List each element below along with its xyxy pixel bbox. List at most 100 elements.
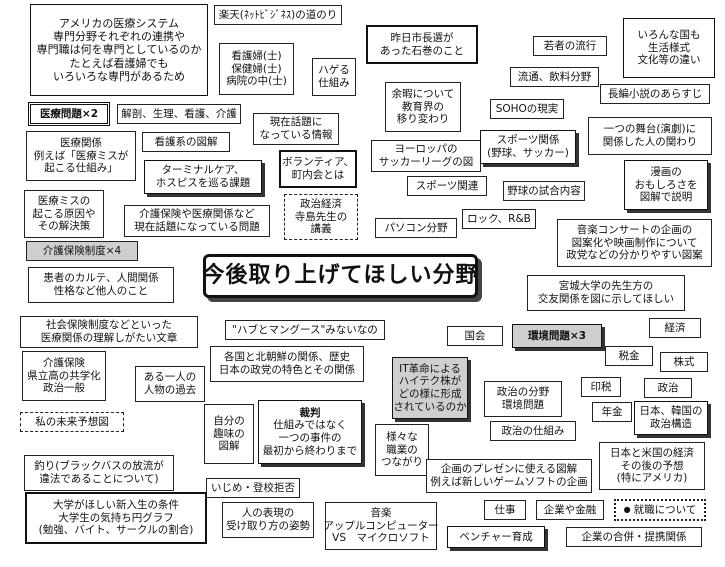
node-line: 長編小説のあらすじ bbox=[607, 87, 703, 100]
node-line: ホスピスを巡る課題 bbox=[155, 177, 251, 189]
node-line: VS マイクロソフト bbox=[332, 532, 430, 545]
node-line: 就職について bbox=[633, 503, 697, 516]
node-line: 図解 bbox=[218, 440, 240, 453]
node-europe-soccer: ヨーロッパの サッカーリーグの図 bbox=[371, 140, 481, 172]
node-line: 病院の中(士) bbox=[226, 75, 287, 88]
node-line: 移り変わり bbox=[396, 113, 450, 126]
node-politics-lecture: 政治経済 寺島先生の 講義 bbox=[284, 194, 358, 240]
node-line: その解決策 bbox=[37, 220, 91, 233]
node-line: 宮城大学の先生方の bbox=[558, 280, 654, 293]
node-care-insurance-topics: 介護保険や医療関係など 現在話題になっている問題 bbox=[124, 205, 270, 237]
node-line: IT革命による bbox=[399, 362, 461, 375]
node-young-trend: 若者の流行 bbox=[533, 36, 607, 56]
node-north-korea: 各国と北朝鮮の関係、歴史 日本の政党の特色とその関係 bbox=[210, 346, 364, 382]
node-stock: 株式 bbox=[660, 352, 708, 372]
node-company-finance: 企業や金融 bbox=[536, 500, 604, 520]
node-line: 日本と米国の経済 bbox=[610, 447, 694, 460]
node-economy: 経済 bbox=[649, 318, 701, 338]
node-hobby: 自分の 趣味の 図解 bbox=[204, 404, 254, 464]
node-line: スポーツ関連 bbox=[415, 179, 479, 192]
node-line: 例えば「医療ミスが bbox=[33, 149, 129, 162]
node-line: 医療関係 bbox=[60, 137, 102, 150]
node-line: ある一人の bbox=[143, 371, 197, 384]
node-sports-related: スポーツ関連 bbox=[407, 176, 487, 196]
node-hub-mongoose: "ハブとマングース"みないなの bbox=[225, 320, 385, 340]
node-ishinomaki: 昨日市長選が あった石巻のこと bbox=[366, 25, 478, 64]
node-line: 図案化や映画制作について bbox=[571, 236, 698, 249]
node-line: スポーツ関係 bbox=[496, 134, 560, 147]
node-patient-chart: 患者のカルテ、人間関係 性格など他人のこと bbox=[28, 267, 174, 303]
node-venture: ベンチャー育成 bbox=[447, 526, 545, 548]
node-medical-error: 医療ミスの 起こる原因や その解決策 bbox=[24, 190, 104, 238]
node-lifestyle: いろんな国も 生活様式 文化等の違い bbox=[623, 18, 715, 78]
node-line: "ハブとマングース"みないなの bbox=[232, 323, 378, 336]
node-line: 介護保険 bbox=[43, 357, 85, 370]
node-presentation: 企画のプレゼンに使える図解 例えば新しいゲームソフトの企画 bbox=[426, 459, 592, 493]
node-line: あった石巻のこと bbox=[380, 44, 464, 57]
node-line: 政党などの分かりやすい図案 bbox=[566, 249, 703, 262]
node-line: 医療関係の理解しがたい文章 bbox=[40, 332, 178, 344]
node-terminal-care: ターミナルケア、 ホスピスを巡る課題 bbox=[144, 160, 262, 194]
node-line: ロック、R&B bbox=[467, 212, 531, 225]
node-line: 職業の bbox=[386, 443, 418, 456]
node-line: SOHOの現実 bbox=[495, 102, 559, 115]
node-line: 人の表現の bbox=[241, 507, 295, 520]
node-line: 専門分野それぞれの連携や bbox=[53, 30, 185, 44]
node-bullying: いじめ・登校拒否 bbox=[206, 478, 300, 498]
node-line: 趣味の bbox=[213, 427, 245, 440]
node-line: 大学がほしい新入生の条件 bbox=[53, 499, 179, 512]
node-line: たとえば看護婦でも bbox=[69, 56, 169, 70]
node-line: 企業や金融 bbox=[543, 503, 597, 516]
node-line: 違法であることについて) bbox=[39, 473, 159, 485]
job-hunting-row: ● 就職について bbox=[624, 504, 697, 517]
node-rock-rb: ロック、R&B bbox=[462, 209, 536, 229]
node-line: 仕組み bbox=[318, 77, 350, 89]
node-japan-us: 日本と米国の経済 その後の予想 (特にアメリカ) bbox=[599, 442, 705, 490]
node-line: 漫画の bbox=[650, 166, 682, 179]
node-person-past: ある一人の 人物の過去 bbox=[135, 366, 205, 402]
node-us-medical: アメリカの医療システム 専門分野それぞれの連携や 専門職は何を専門としているのか… bbox=[30, 4, 208, 96]
node-merger: 企業の合併・提携関係 bbox=[566, 527, 702, 547]
node-line: 仕組みではなく bbox=[273, 419, 347, 432]
node-education: 余暇について 教育界の 移り変わり bbox=[385, 82, 461, 132]
node-line: ハイテク株が bbox=[398, 375, 462, 388]
node-line: 一つの舞台(演劇)に bbox=[603, 123, 697, 136]
node-line: 株式 bbox=[673, 355, 695, 368]
node-soho: SOHOの現実 bbox=[490, 99, 564, 119]
node-line: いじめ・登校拒否 bbox=[211, 481, 295, 494]
node-line: 現在話題に bbox=[269, 116, 323, 129]
node-care-insurance: 介護保険 県立高の共学化 政治一般 bbox=[22, 351, 106, 401]
node-line: 看護系の図解 bbox=[154, 135, 218, 148]
node-bald: ハゲる 仕組み bbox=[312, 58, 356, 96]
node-current-topics: 現在話題に なっている情報 bbox=[253, 113, 339, 145]
node-line: 県立高の共学化 bbox=[27, 369, 101, 382]
node-line: 起こる仕組み」 bbox=[44, 162, 118, 175]
node-line: 文化等の違い bbox=[637, 54, 701, 67]
node-line: 受け取り方の姿勢 bbox=[226, 520, 310, 532]
node-line: 政治構造 bbox=[650, 418, 692, 430]
node-line: 大学生の気持ち円グラフ bbox=[58, 511, 174, 524]
node-line: いろんな国も bbox=[637, 29, 701, 42]
node-line: 各国と北朝鮮の関係、歴史 bbox=[224, 351, 350, 364]
node-sports: スポーツ関係 (野球、サッカー) bbox=[480, 130, 576, 164]
node-line: 経済 bbox=[664, 321, 686, 334]
node-it-revolution: IT革命による ハイテク株が どの様に形成 されているのか bbox=[392, 357, 468, 419]
node-line: 図解で説明 bbox=[639, 191, 693, 204]
node-line: 国会 bbox=[464, 329, 486, 342]
node-line: 釣り(ブラックバスの放流が bbox=[34, 460, 164, 473]
node-line: 年金 bbox=[601, 405, 623, 418]
node-line: 裁判 bbox=[299, 406, 321, 419]
node-line: 環境問題 bbox=[502, 399, 544, 411]
node-line: 仕事 bbox=[494, 503, 516, 516]
node-line: 私の未来予想図 bbox=[35, 415, 109, 428]
node-medical-relation: 医療関係 例えば「医療ミスが 起こる仕組み」 bbox=[26, 131, 136, 181]
node-environment-x3: 環境問題×3 bbox=[512, 324, 602, 348]
node-line: 野球の試合内容 bbox=[507, 184, 581, 197]
node-line: 税金 bbox=[618, 349, 640, 362]
node-line: 医療ミスの bbox=[37, 195, 91, 208]
node-line: 患者のカルテ、人間関係 bbox=[43, 272, 159, 285]
node-line: 一つの事件の bbox=[278, 432, 342, 444]
node-line: アメリカの医療システム bbox=[58, 17, 180, 31]
node-line: 看護婦(士) bbox=[231, 50, 282, 63]
